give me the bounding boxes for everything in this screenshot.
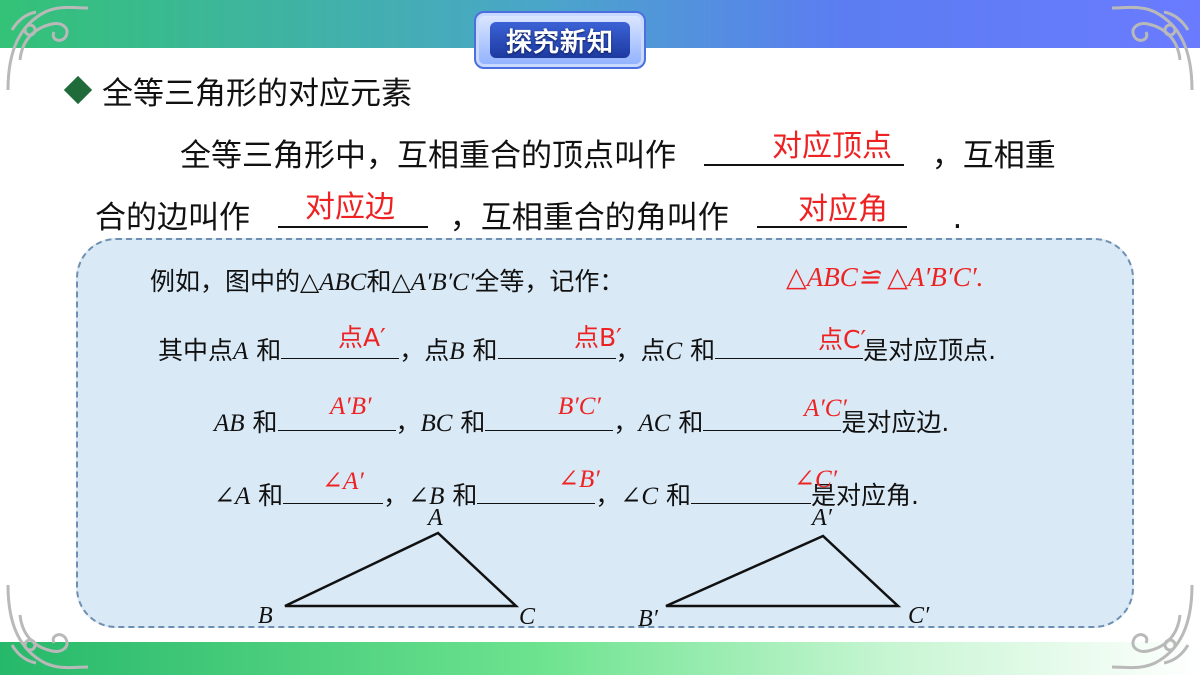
answer-side-ac-prime: A′C′ [804,395,847,422]
example-text: 和 [670,408,704,437]
corner-ornament-icon [0,0,95,95]
answer-congruence-statement: △ABC≌ △A′B′C′. [786,262,984,292]
intro-text: ，互相重 [931,138,1056,174]
example-text: 和 [244,408,278,437]
section-badge-label: 探究新知 [490,22,630,58]
vertex-label-c-prime: C′ [908,603,930,629]
example-text: 和 [464,336,498,365]
intro-text: 全等三角形中，互相重合的顶点叫作 [180,138,676,174]
answer-angle-a-prime: ∠A′ [322,468,364,495]
example-line-3: AB 和，BC 和，AC 和是对应边. [214,403,949,439]
answer-blank [277,406,396,431]
segment-label: AC [638,410,671,437]
example-text: ，点 [615,336,666,365]
vertex-label-b-prime: B′ [638,606,658,632]
example-text: ， [595,481,621,510]
answer-point-c-prime: 点C′ [818,325,867,354]
diamond-bullet-icon [63,75,93,105]
example-text: 是对应边. [841,408,950,437]
example-line-4: ∠A 和，∠B 和，∠C 和是对应角. [214,476,919,512]
answer-blank [703,134,904,166]
answer-side-ab-prime: A′B′ [330,393,372,420]
answer-blank [477,479,596,504]
vertex-label-a: A [428,505,443,531]
intro-line-1: 全等三角形中，互相重合的顶点叫作 ，互相重 [180,130,1056,175]
example-text: 是对应角. [810,481,919,510]
answer-blank [281,334,400,359]
example-text: ， [613,408,639,437]
answer-blank [715,334,864,359]
answer-blank [703,406,842,431]
segment-label: BC [420,410,453,437]
answer-corresponding-angles: 对应角 [798,192,888,227]
section-badge: 探究新知 [474,11,646,69]
answer-blank [756,196,907,228]
example-box [76,238,1134,628]
answer-side-bc-prime: B′C′ [558,393,601,420]
heading-text: 全等三角形的对应元素 [102,75,412,112]
intro-text: ，互相重合的角叫作 [449,200,729,236]
angle-label: ∠B [408,483,445,510]
angle-label: ∠A [214,483,251,510]
example-text: 和 [658,481,691,510]
answer-blank [277,196,428,228]
example-text: 全等，记作： [474,267,625,296]
answer-point-b-prime: 点B′ [574,323,622,352]
answer-point-a-prime: 点A′ [338,323,386,352]
example-text: 和 [444,481,478,510]
bottom-banner [0,642,1200,675]
example-text: 其中点 [158,336,234,365]
answer-angle-b-prime: ∠B′ [558,466,600,493]
example-text: 例如，图中的△ [150,267,320,296]
intro-line-2: 合的边叫作 ，互相重合的角叫作 . [95,192,962,237]
intro-text: 合的边叫作 [95,200,250,236]
corner-ornament-icon [1105,580,1200,675]
intro-text: . [952,200,963,236]
triangle-name: ABC [319,269,367,296]
vertex-label-c: C [519,604,536,630]
section-heading: 全等三角形的对应元素 [62,70,412,112]
corner-ornament-icon [1105,0,1200,95]
example-text: 和 [248,336,282,365]
segment-label: AB [214,410,245,437]
example-line-1: 例如，图中的△ABC和△A′B′C′全等，记作： [150,262,624,298]
answer-blank [690,479,811,504]
point-label: B [449,338,465,365]
answer-blank [497,334,616,359]
answer-corresponding-sides: 对应边 [305,190,395,225]
answer-corresponding-vertices: 对应顶点 [772,129,892,164]
point-label: C [665,338,683,365]
example-text: 和 [452,408,486,437]
example-text: 和 [250,481,284,510]
example-text: ， [395,408,421,437]
corner-ornament-icon [0,580,95,675]
answer-blank [485,406,614,431]
example-line-2: 其中点A 和，点B 和，点C 和是对应顶点. [158,331,996,367]
example-text: ， [383,481,409,510]
answer-angle-c-prime: ∠C′ [794,466,838,493]
answer-blank [283,479,384,504]
example-text: 和△ [366,267,411,296]
example-text: 是对应顶点. [863,336,997,365]
example-text: 和 [682,336,716,365]
example-text: ，点 [399,336,450,365]
angle-label: ∠C [620,483,658,510]
vertex-label-a-prime: A′ [812,505,832,531]
vertex-label-b: B [258,603,273,629]
point-label: A [233,338,249,365]
triangle-name: A′B′C′ [410,269,475,296]
